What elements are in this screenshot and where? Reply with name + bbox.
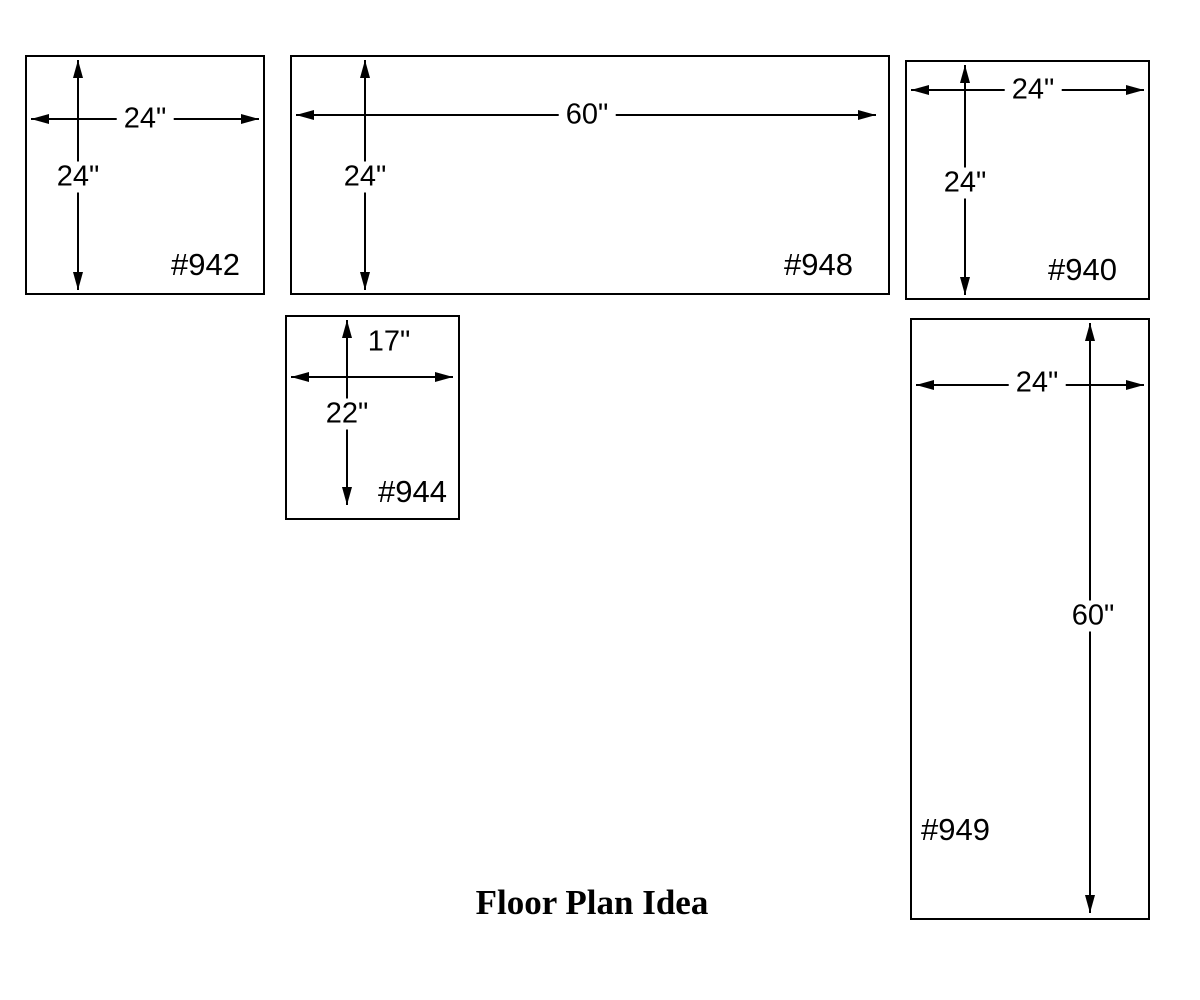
unit-948: 60" 24" #948 (290, 55, 890, 295)
unit-948-width-dim: 60" (558, 99, 616, 131)
unit-944-width-dim: 17" (360, 326, 418, 358)
unit-949: 24" 60" #949 (910, 318, 1150, 920)
page-title: Floor Plan Idea (475, 883, 709, 922)
unit-940: 24" 24" #940 (905, 60, 1150, 300)
unit-942-label: #942 (168, 248, 243, 281)
unit-942-width-dim: 24" (116, 103, 174, 135)
unit-944-width-arrow (291, 372, 453, 382)
unit-949-label: #949 (918, 813, 993, 846)
unit-942-height-dim: 24" (49, 161, 107, 193)
unit-948-height-dim: 24" (336, 161, 394, 193)
unit-940-height-dim: 24" (936, 167, 994, 199)
unit-949-width-dim: 24" (1008, 367, 1066, 399)
unit-949-height-dim: 60" (1064, 600, 1122, 632)
unit-940-label: #940 (1045, 253, 1120, 286)
unit-942: 24" 24" #942 (25, 55, 265, 295)
unit-948-label: #948 (781, 248, 856, 281)
unit-940-width-dim: 24" (1004, 74, 1062, 106)
unit-944-height-dim: 22" (318, 398, 376, 430)
unit-944-label: #944 (375, 475, 450, 508)
unit-944: 17" 22" #944 (285, 315, 460, 520)
